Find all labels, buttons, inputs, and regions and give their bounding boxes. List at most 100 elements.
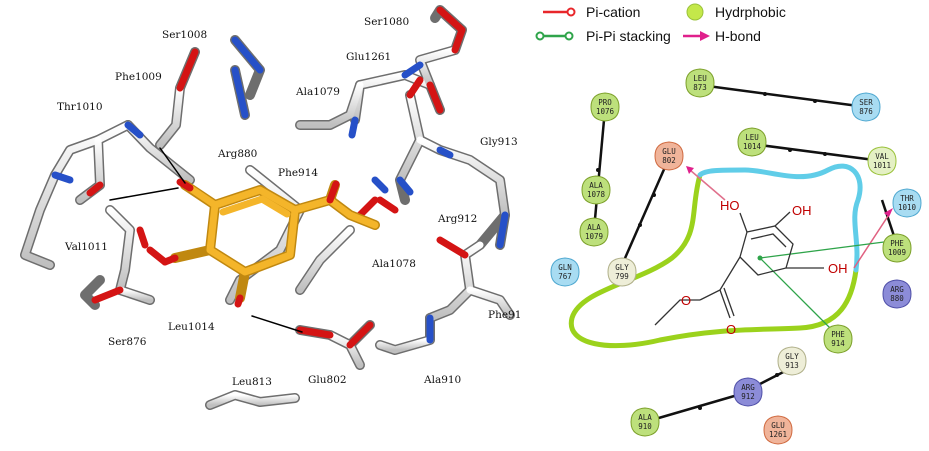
label-arg912: Arg912 [437,213,477,225]
label-ser876: Ser876 [108,336,147,348]
pi-pi-icon [535,31,545,41]
label-gly913: Gly913 [480,136,518,148]
svg-text:SER: SER [859,98,873,107]
ligand-2d [654,211,824,326]
label-val1011: Val1011 [64,241,108,253]
legend-pi-cation: Pi-cation [543,4,640,20]
svg-text:ARG: ARG [890,285,904,294]
svg-text:LEU: LEU [693,74,707,83]
label-phe91: Phe91 [488,309,521,321]
svg-text:1014: 1014 [743,142,762,151]
svg-text:PHE: PHE [831,330,845,339]
svg-text:GLY: GLY [615,263,629,272]
protein-3d-view: Ser1008 Phe1009 Thr1010 Arg880 Ser1080 G… [20,5,521,410]
label-arg880: Arg880 [217,148,257,160]
svg-text:1261: 1261 [769,430,787,439]
svg-text:ALA: ALA [589,181,603,190]
legend-hbond: H-bond [683,28,761,44]
label-ala1078: Ala1078 [371,258,416,270]
label-ala910: Ala910 [423,374,461,386]
svg-text:ARG: ARG [741,383,755,392]
legend-hbond-label: H-bond [715,28,761,44]
atom-o-ester: O [681,293,691,308]
svg-text:GLU: GLU [771,421,785,430]
hydrophobic-icon [686,3,704,21]
svg-text:GLN: GLN [558,263,572,272]
svg-text:910: 910 [638,422,652,431]
atom-oh-2: OH [792,203,812,218]
svg-text:802: 802 [662,156,676,165]
svg-text:1079: 1079 [585,232,603,241]
hbond-arrow-icon [700,31,710,41]
svg-text:873: 873 [693,83,707,92]
svg-text:VAL: VAL [875,152,889,161]
svg-text:799: 799 [615,272,629,281]
label-glu1261: Glu1261 [346,51,391,63]
svg-text:GLY: GLY [785,352,799,361]
label-phe914: Phe914 [278,167,318,179]
svg-text:1009: 1009 [888,248,906,257]
svg-text:1010: 1010 [898,203,917,212]
legend-hydrophobic-label: Hydrphobic [715,4,786,20]
label-thr1010: Thr1010 [57,101,103,113]
interaction-2d-view: Pi-cation Pi-Pi stacking Hydrphobic H-bo… [535,3,922,445]
label-glu802: Glu802 [308,374,347,386]
pocket-polar-outline [697,163,863,273]
label-leu813: Leu813 [232,376,272,388]
label-ser1080: Ser1080 [364,16,409,28]
svg-text:1011: 1011 [873,161,891,170]
legend-pi-pi-label: Pi-Pi stacking [586,28,671,44]
atom-o-carbonyl: O [726,322,736,337]
pipi-phe914 [759,257,835,333]
svg-text:913: 913 [785,361,799,370]
svg-text:912: 912 [741,392,755,401]
svg-text:1076: 1076 [596,107,615,116]
svg-text:876: 876 [859,107,873,116]
svg-text:PRO: PRO [598,98,612,107]
svg-text:767: 767 [558,272,572,281]
svg-text:LEU: LEU [745,133,759,142]
pipi-phe1009 [759,241,885,259]
svg-text:914: 914 [831,339,845,348]
atom-ho-1: HO [720,198,740,213]
legend-hydrophobic: Hydrphobic [686,3,786,21]
svg-text:GLU: GLU [662,147,676,156]
legend: Pi-cation Pi-Pi stacking Hydrphobic H-bo… [535,3,786,44]
svg-text:880: 880 [890,294,904,303]
legend-pi-pi: Pi-Pi stacking [535,28,671,44]
legend-pi-cation-label: Pi-cation [586,4,640,20]
hbond-thr1010 [853,212,891,269]
residue-labels-3d: Ser1008 Phe1009 Thr1010 Arg880 Ser1080 G… [57,16,521,388]
hbond-glu802 [689,169,726,201]
label-ala1079: Ala1079 [295,86,340,98]
svg-text:ALA: ALA [587,223,601,232]
pocket-hydrophobic-outline [568,172,859,349]
label-phe1009: Phe1009 [115,71,162,83]
svg-text:1078: 1078 [587,190,606,199]
atom-oh-3: OH [828,261,848,276]
pi-cation-icon [566,7,576,17]
svg-text:ALA: ALA [638,413,652,422]
svg-text:THR: THR [900,194,914,203]
